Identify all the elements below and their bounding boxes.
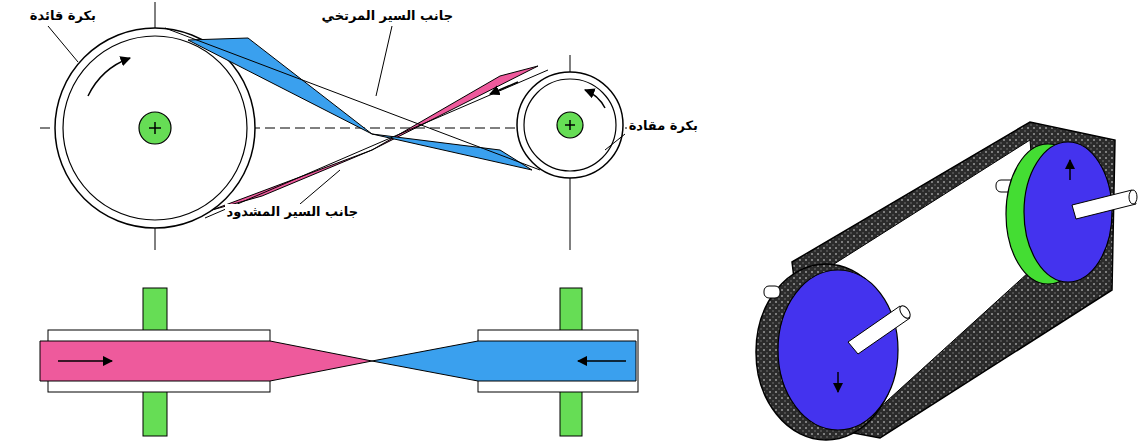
- leader-lines: [48, 26, 625, 204]
- open-belt-drive-3d: [756, 122, 1137, 440]
- driven-pulley: [517, 72, 623, 178]
- part-label: جانب السير المشدود: [225, 204, 360, 220]
- part-label: جانب السير المرتخي: [320, 8, 455, 24]
- crossed-belt: [165, 28, 548, 218]
- centre-lines: [40, 2, 640, 250]
- part-label: بكرة مقادة: [627, 118, 700, 134]
- part-label: بكرة قائدة: [28, 8, 98, 24]
- belt-top-view: [40, 288, 638, 436]
